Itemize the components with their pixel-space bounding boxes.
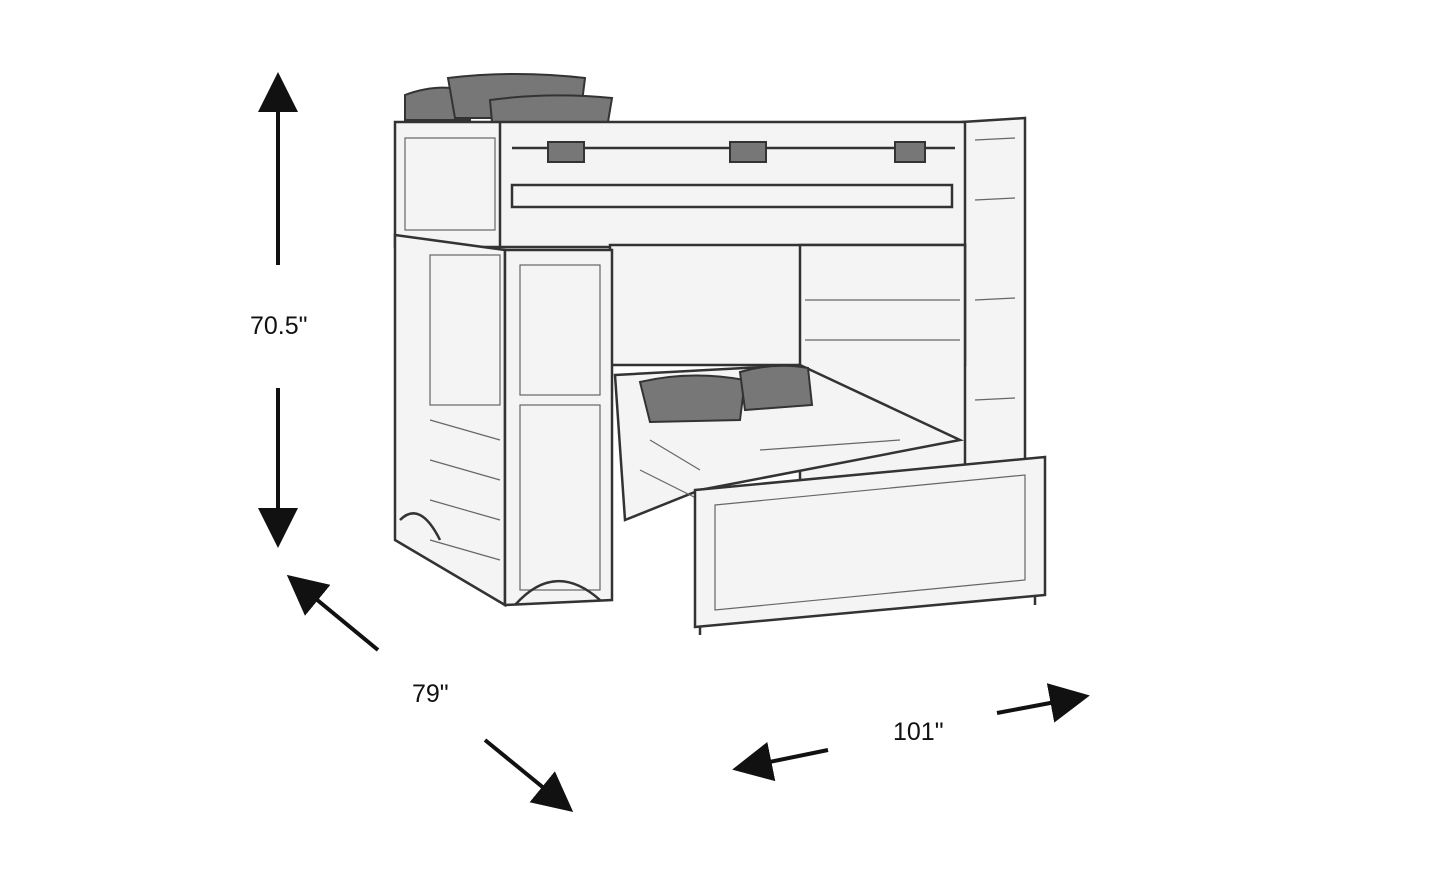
width-label: 101" bbox=[893, 718, 944, 746]
depth-label: 79" bbox=[412, 680, 449, 708]
width-arrow bbox=[732, 683, 1090, 782]
height-label: 70.5" bbox=[250, 312, 308, 340]
depth-arrow bbox=[286, 574, 574, 813]
bunk-bed-illustration bbox=[393, 73, 1047, 635]
